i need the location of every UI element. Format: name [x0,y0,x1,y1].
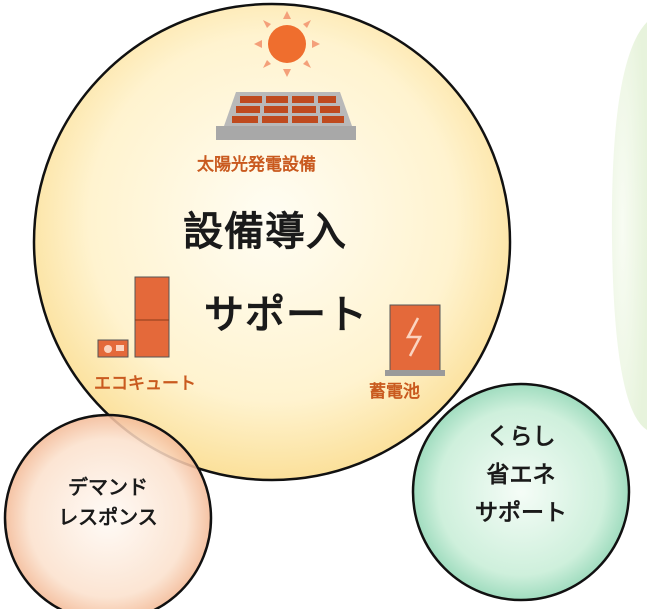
kurashi-line3: サポート [475,500,567,526]
main-title-line1: 設備導入 [183,209,347,255]
main-title-line2: サポート [204,292,368,338]
demand-line1: デマンド [68,475,148,499]
sun-icon [254,11,320,77]
right-background-shape [611,22,647,430]
ecocute-unit-icon [97,276,170,358]
battery-icon [385,304,445,376]
solar-panel-icon [216,92,356,140]
battery-label: 蓄電池 [369,382,420,402]
kurashi-line1: くらし [486,424,556,450]
demand-response-text: デマンド レスポンス [33,472,183,532]
demand-line2: レスポンス [58,505,158,529]
demand-response-circle [3,413,213,609]
kurashi-line2: 省エネ [486,462,556,488]
kurashi-circle [411,382,631,602]
kurashi-text: くらし 省エネ サポート [446,418,596,532]
ecocute-label: エコキュート [94,374,196,394]
solar-label: 太陽光発電設備 [197,155,316,175]
